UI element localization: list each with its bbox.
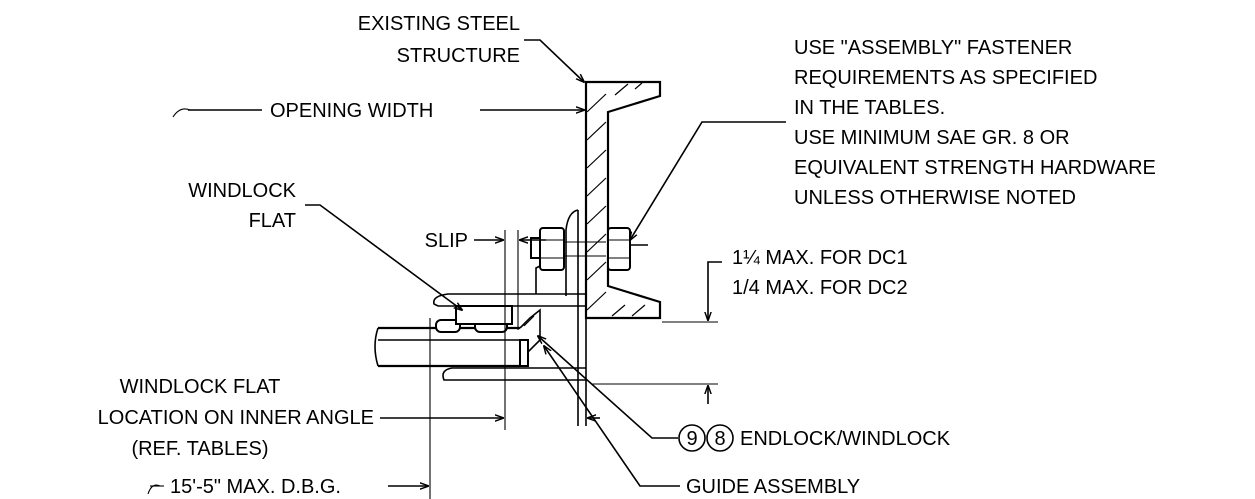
fastener-note-line4: USE MINIMUM SAE GR. 8 OR (794, 127, 1070, 149)
channel-web-hatch (586, 82, 646, 317)
callout-circle-8 (706, 424, 734, 452)
max-dc1-label: 1¼ MAX. FOR DC1 (732, 247, 908, 269)
bolt-assembly (530, 227, 648, 271)
callout-number-8: 8 (714, 428, 725, 450)
guide-assembly-label: GUIDE ASSEMBLY (686, 476, 860, 498)
curtain-slat (374, 305, 541, 368)
flat-location-label-line1: WINDLOCK FLAT (120, 376, 281, 398)
windlock-flat-label-line2: FLAT (249, 210, 296, 232)
windlock-flat-label-line1: WINDLOCK (188, 180, 296, 202)
endlock-windlock-label: ENDLOCK/WINDLOCK (740, 428, 951, 450)
flat-location-label-line3: (REF. TABLES) (131, 438, 268, 460)
fastener-note-line1: USE "ASSEMBLY" FASTENER (794, 37, 1072, 59)
callout-bubbles (678, 424, 734, 452)
flat-location-label-line2: LOCATION ON INNER ANGLE (98, 407, 374, 429)
slip-label: SLIP (425, 230, 468, 252)
fastener-note-line2: REQUIREMENTS AS SPECIFIED (794, 67, 1097, 89)
max-dc2-label: 1/4 MAX. FOR DC2 (732, 277, 908, 299)
text-labels: EXISTING STEEL STRUCTURE OPENING WIDTH U… (98, 13, 1156, 498)
leaders (147, 39, 786, 495)
existing-steel-channel (584, 80, 662, 320)
existing-steel-label-line1: EXISTING STEEL (358, 13, 520, 35)
dbg-max-label: 15'-5" MAX. D.B.G. (170, 476, 341, 498)
fastener-note-line6: UNLESS OTHERWISE NOTED (794, 187, 1076, 209)
opening-width-label: OPENING WIDTH (270, 100, 433, 122)
fastener-note-line3: IN THE TABLES. (794, 97, 945, 119)
guide-assembly-angles (432, 209, 587, 426)
existing-steel-label-line2: STRUCTURE (397, 45, 520, 67)
callout-circle-9 (678, 424, 706, 452)
fastener-note-line5: EQUIVALENT STRENGTH HARDWARE (794, 157, 1156, 179)
callout-number-9: 9 (686, 428, 697, 450)
extension-lines (429, 230, 718, 499)
